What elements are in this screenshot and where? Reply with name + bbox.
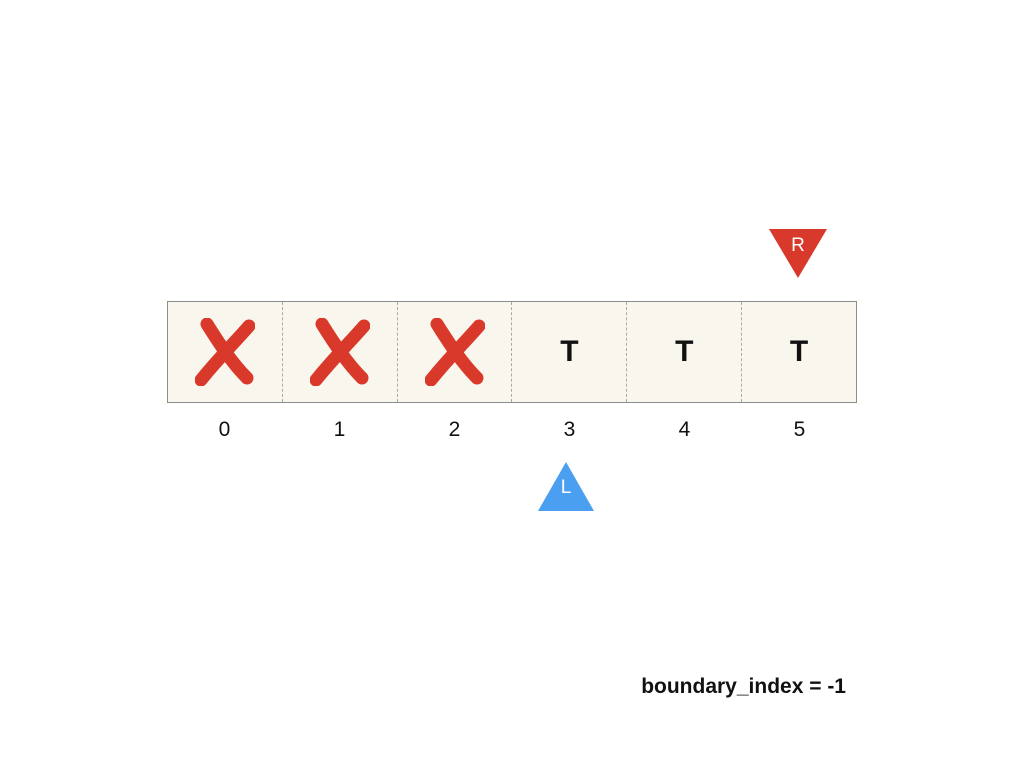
cell-value-3: T [560,335,579,368]
left-pointer: L [537,461,595,512]
down-triangle-icon [769,229,827,278]
cell-value-4: T [675,335,694,368]
array-strip: T T T [167,301,857,403]
left-pointer-label: L [560,477,572,498]
array-cell-2 [398,302,513,402]
right-pointer: R [768,228,828,280]
index-label-4: 4 [678,418,691,441]
index-label-1: 1 [333,418,346,441]
index-labels: 0 1 2 3 4 5 [167,418,857,442]
index-label-0: 0 [218,418,231,441]
array-cell-4: T [627,302,743,402]
cell-value-5: T [789,335,809,368]
index-label-3: 3 [563,418,576,441]
cross-mark-icon [194,318,255,386]
array-cell-1 [283,302,398,402]
array-cell-3: T [512,302,628,402]
cross-mark-icon [424,318,485,386]
array-cell-0 [168,302,283,402]
up-triangle-icon [538,462,594,511]
cross-mark-icon [309,318,370,386]
index-label-5: 5 [793,418,806,441]
boundary-index-status: boundary_index = -1 [641,675,846,698]
index-label-2: 2 [448,418,461,441]
array-cell-5: T [742,302,856,402]
right-pointer-label: R [791,235,805,256]
